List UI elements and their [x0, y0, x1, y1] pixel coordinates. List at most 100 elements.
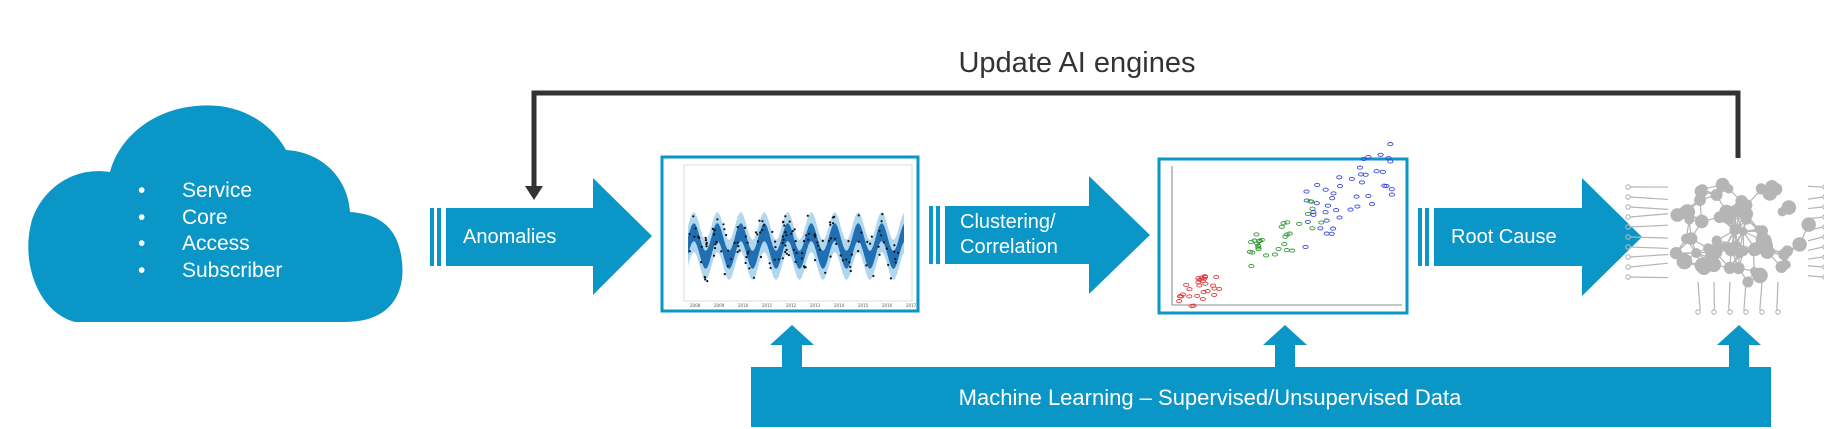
ml-bar-body — [751, 367, 1771, 427]
cluster-point — [1200, 276, 1208, 281]
observed-point — [714, 243, 717, 246]
observed-point — [759, 231, 762, 234]
cluster-point — [1201, 274, 1208, 279]
cluster-point — [1373, 169, 1380, 174]
cluster-point — [1336, 184, 1344, 189]
brain-node — [1741, 215, 1752, 225]
observed-point — [806, 214, 809, 217]
observed-point — [795, 251, 798, 255]
cluster-point — [1176, 294, 1184, 299]
cluster-point — [1357, 172, 1365, 177]
brain-node — [1694, 184, 1708, 198]
cluster-point — [1377, 152, 1384, 157]
brain-node — [1755, 183, 1767, 194]
brain-node — [1781, 200, 1797, 215]
cluster-point — [1323, 218, 1330, 223]
cluster-point — [1202, 281, 1209, 286]
cluster-point — [1369, 202, 1376, 207]
observed-point — [877, 245, 880, 248]
cluster-point — [1255, 247, 1262, 252]
observed-point — [889, 277, 893, 280]
brain-terminal — [1625, 264, 1631, 270]
cluster-point — [1183, 282, 1190, 287]
cluster-point — [1388, 187, 1395, 192]
up-arrow-icon — [1717, 325, 1761, 368]
step-label-root-cause: Root Cause — [1451, 226, 1557, 248]
cluster-point — [1333, 208, 1340, 213]
cluster-point — [1186, 294, 1193, 299]
cluster-point — [1188, 304, 1195, 309]
brain-node — [1711, 235, 1722, 246]
brain-terminal — [1625, 244, 1631, 250]
cloud-item-service: Service — [182, 179, 252, 202]
brain-node — [1769, 182, 1783, 196]
observed-point — [723, 228, 726, 231]
observed-point — [785, 248, 788, 251]
observed-point — [705, 245, 708, 248]
brain-node — [1681, 233, 1692, 244]
observed-point — [870, 235, 873, 238]
cluster-point — [1354, 204, 1361, 209]
feedback-arrowhead — [525, 186, 543, 200]
observed-point — [720, 250, 723, 253]
brain-terminal — [1822, 244, 1824, 250]
brain-link — [1697, 281, 1701, 311]
brain-link — [1807, 196, 1824, 200]
observed-point — [878, 253, 881, 256]
x-tick-label: 2013 — [810, 303, 821, 308]
brain-node — [1775, 261, 1788, 273]
observed-point — [771, 230, 774, 233]
observed-point — [829, 255, 832, 258]
cluster-point — [1304, 219, 1311, 224]
cluster-point — [1336, 215, 1343, 220]
up-arrow-icon — [1263, 325, 1307, 368]
observed-point — [802, 240, 806, 243]
observed-point — [711, 227, 715, 230]
observed-point — [785, 234, 788, 237]
brain-terminal — [1822, 184, 1824, 190]
x-tick-label: 2011 — [762, 303, 773, 308]
x-tick-label: 2017 — [906, 303, 917, 308]
observed-point — [790, 232, 793, 235]
observed-point — [833, 215, 836, 218]
cluster-point — [1249, 250, 1256, 255]
brain-node — [1781, 251, 1790, 260]
observed-point — [722, 223, 725, 226]
observed-point — [784, 215, 787, 218]
brain-terminal — [1695, 309, 1701, 315]
ml-bar-label: Machine Learning – Supervised/Unsupervis… — [959, 385, 1462, 410]
cluster-point — [1278, 224, 1285, 229]
brain-link — [1776, 281, 1779, 311]
cloud-item-core: Core — [182, 206, 228, 229]
brain-node — [1750, 267, 1759, 276]
observed-point — [782, 238, 785, 241]
cluster-point — [1387, 142, 1394, 147]
cluster-point — [1365, 193, 1372, 199]
brain-terminal — [1822, 234, 1824, 240]
cluster-points — [1176, 142, 1395, 309]
observed-point — [829, 223, 832, 226]
brain-terminal — [1743, 309, 1749, 315]
observed-point — [791, 230, 794, 233]
cluster-point — [1314, 182, 1321, 188]
brain-terminal — [1775, 309, 1781, 315]
observed-point — [688, 250, 691, 253]
x-tick-label: 2009 — [714, 303, 725, 308]
observed-point — [743, 226, 747, 229]
observed-point — [756, 240, 760, 243]
cluster-point — [1254, 241, 1261, 246]
observed-point — [897, 251, 900, 254]
cluster-point — [1211, 292, 1218, 297]
cluster-point — [1330, 226, 1337, 231]
brain-terminal — [1822, 264, 1824, 270]
observed-point — [848, 261, 851, 264]
observed-point — [834, 237, 837, 240]
observed-point — [762, 224, 766, 227]
observed-points — [688, 213, 900, 283]
brain-link — [1629, 196, 1669, 201]
cluster-point — [1353, 194, 1360, 199]
brain-link — [1629, 276, 1669, 279]
observed-point — [894, 257, 897, 261]
brain-node — [1694, 257, 1711, 274]
observed-point — [777, 258, 780, 261]
